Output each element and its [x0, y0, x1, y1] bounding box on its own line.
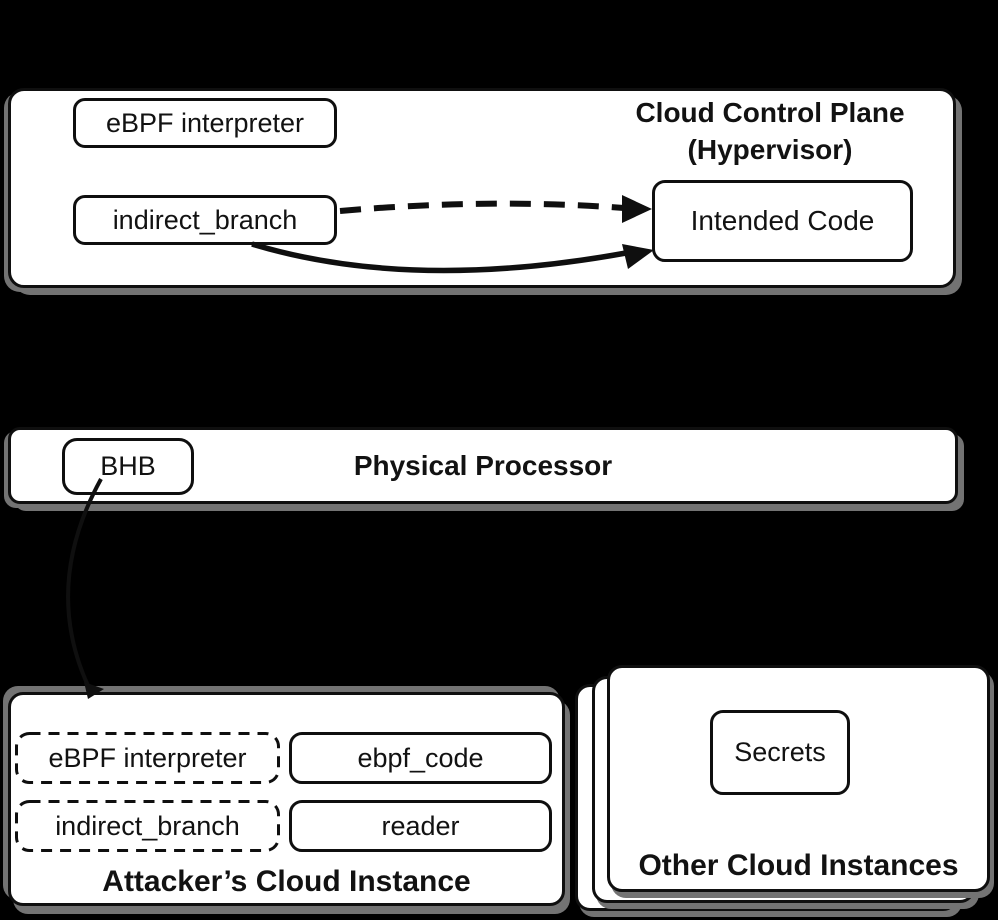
attacker-reader-label: reader	[381, 810, 460, 841]
secrets-label: Secrets	[734, 737, 826, 767]
other-instances-title: Other Cloud Instances	[638, 849, 959, 882]
hypervisor-ebpf-interpreter-box	[73, 98, 337, 148]
intended-code-label: Intended Code	[690, 205, 875, 236]
secrets-box	[710, 710, 850, 795]
attacker-instance-box	[8, 692, 565, 906]
attacker-reader-box	[289, 800, 552, 852]
attacker-ebpf-interpreter-label: eBPF interpreter	[48, 742, 247, 773]
hypervisor-title: Cloud Control Plane (Hypervisor)	[578, 94, 962, 168]
attacker-indirect-branch-label: indirect_branch	[55, 810, 240, 841]
hypervisor-title-line2: (Hypervisor)	[687, 134, 853, 165]
hypervisor-title-line1: Cloud Control Plane	[635, 97, 905, 128]
physical-processor-title: Physical Processor	[353, 449, 613, 481]
bhb-label: BHB	[100, 451, 156, 481]
intended-code-box	[652, 180, 913, 262]
attacker-instance-title: Attacker’s Cloud Instance	[102, 865, 471, 898]
hypervisor-ebpf-interpreter-label: eBPF interpreter	[105, 107, 305, 138]
attacker-ebpf-code-box	[289, 732, 552, 784]
hypervisor-indirect-branch-box	[73, 195, 337, 245]
attacker-ebpf-code-label: ebpf_code	[357, 742, 484, 773]
hypervisor-indirect-branch-label: indirect_branch	[112, 204, 298, 235]
bhb-training-arrow-line	[66, 478, 103, 695]
